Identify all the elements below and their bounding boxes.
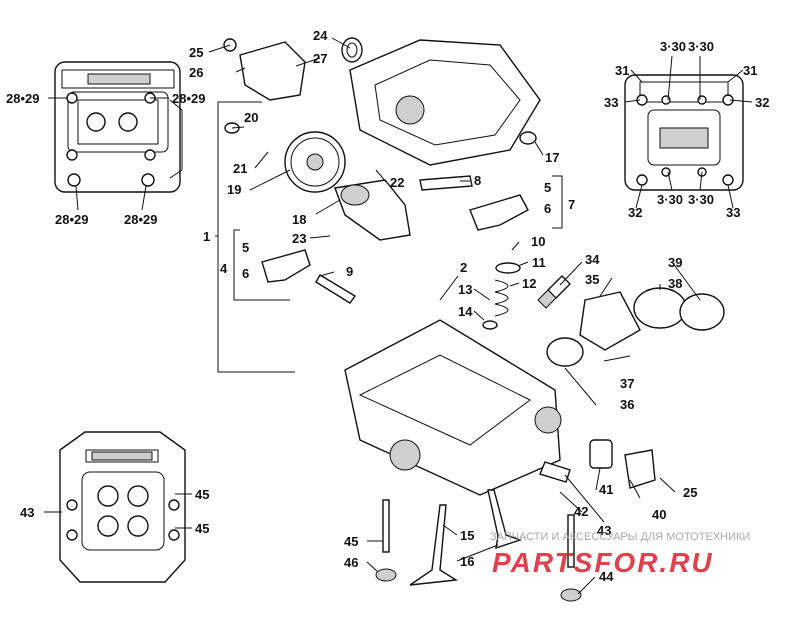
callout-1: 1	[203, 229, 210, 244]
watermark: ЗАПЧАСТИ И АКСЕССУАРЫ ДЛЯ МОТОТЕХНИКИ PA…	[490, 531, 750, 578]
callout-5: 5	[242, 240, 249, 255]
callout-28-29: 28•29	[172, 91, 205, 106]
intake-boot	[546, 287, 725, 367]
callout-labels: 1 2 4 5 5 6 6 7 8 9 10 11 12 13 14 15 16…	[6, 28, 769, 584]
callout-28-29: 28•29	[55, 212, 88, 227]
callout-39: 39	[668, 255, 682, 270]
callout-25: 25	[683, 485, 697, 500]
rocker-shafts	[315, 175, 473, 304]
callout-37: 37	[620, 376, 634, 391]
watermark-tagline: ЗАПЧАСТИ И АКСЕССУАРЫ ДЛЯ МОТОТЕХНИКИ	[490, 531, 750, 543]
callout-3-30: 3·30	[688, 192, 714, 207]
head-side-view-inset	[624, 74, 744, 191]
callout-31: 31	[743, 63, 757, 78]
callout-5: 5	[544, 180, 551, 195]
callout-26: 26	[189, 65, 203, 80]
callout-4: 4	[220, 261, 228, 276]
breather-cover	[223, 38, 306, 101]
callout-25: 25	[189, 45, 203, 60]
callout-14: 14	[458, 304, 473, 319]
head-top-view-inset	[54, 61, 183, 193]
callout-41: 41	[599, 482, 613, 497]
callout-32: 32	[628, 205, 642, 220]
callout-3-30: 3·30	[657, 192, 683, 207]
callout-16: 16	[460, 554, 474, 569]
watermark-brand: PARTSFOR.RU	[492, 547, 714, 578]
rocker-arms	[261, 194, 529, 283]
callout-8: 8	[474, 173, 481, 188]
callout-43: 43	[20, 505, 34, 520]
callout-7: 7	[568, 197, 575, 212]
callout-12: 12	[522, 276, 536, 291]
callout-13: 13	[458, 282, 472, 297]
callout-28-29: 28•29	[6, 91, 39, 106]
callout-19: 19	[227, 182, 241, 197]
callout-38: 38	[668, 276, 682, 291]
camshaft	[334, 179, 411, 241]
callout-23: 23	[292, 231, 306, 246]
callout-2: 2	[460, 260, 467, 275]
callout-10: 10	[531, 234, 545, 249]
callout-45: 45	[195, 487, 209, 502]
callout-15: 15	[460, 528, 474, 543]
sensors-and-thermostat	[539, 439, 656, 489]
valve-cover	[349, 39, 541, 166]
callout-33: 33	[726, 205, 740, 220]
callout-34: 34	[585, 252, 600, 267]
callout-22: 22	[390, 175, 404, 190]
callout-35: 35	[585, 272, 599, 287]
callout-32: 32	[755, 95, 769, 110]
callout-20: 20	[244, 110, 258, 125]
callout-27: 27	[313, 51, 327, 66]
callout-24: 24	[313, 28, 328, 43]
callout-3-30: 3·30	[688, 39, 714, 54]
callout-3-30: 3·30	[660, 39, 686, 54]
callout-43: 43	[597, 523, 611, 538]
callout-31: 31	[615, 63, 629, 78]
callout-21: 21	[233, 161, 247, 176]
callout-45: 45	[195, 521, 209, 536]
seal-ring	[341, 37, 363, 63]
callout-6: 6	[242, 266, 249, 281]
callout-9: 9	[346, 264, 353, 279]
cam-sprocket	[284, 131, 346, 193]
valves-and-studs	[375, 489, 582, 602]
callout-44: 44	[599, 569, 614, 584]
spark-plug	[537, 275, 571, 309]
callout-46: 46	[344, 555, 358, 570]
valve-spring-assembly	[482, 262, 521, 330]
callout-45: 45	[344, 534, 358, 549]
callout-17: 17	[545, 150, 559, 165]
callout-40: 40	[652, 507, 666, 522]
callout-18: 18	[292, 212, 306, 227]
callout-42: 42	[574, 504, 588, 519]
callout-28-29: 28•29	[124, 212, 157, 227]
combustion-chamber-inset	[59, 431, 186, 583]
callout-11: 11	[532, 255, 546, 270]
cylinder-head	[344, 319, 562, 496]
callout-33: 33	[604, 95, 618, 110]
leader-lines	[44, 37, 753, 595]
callout-6: 6	[544, 201, 551, 216]
callout-36: 36	[620, 397, 634, 412]
